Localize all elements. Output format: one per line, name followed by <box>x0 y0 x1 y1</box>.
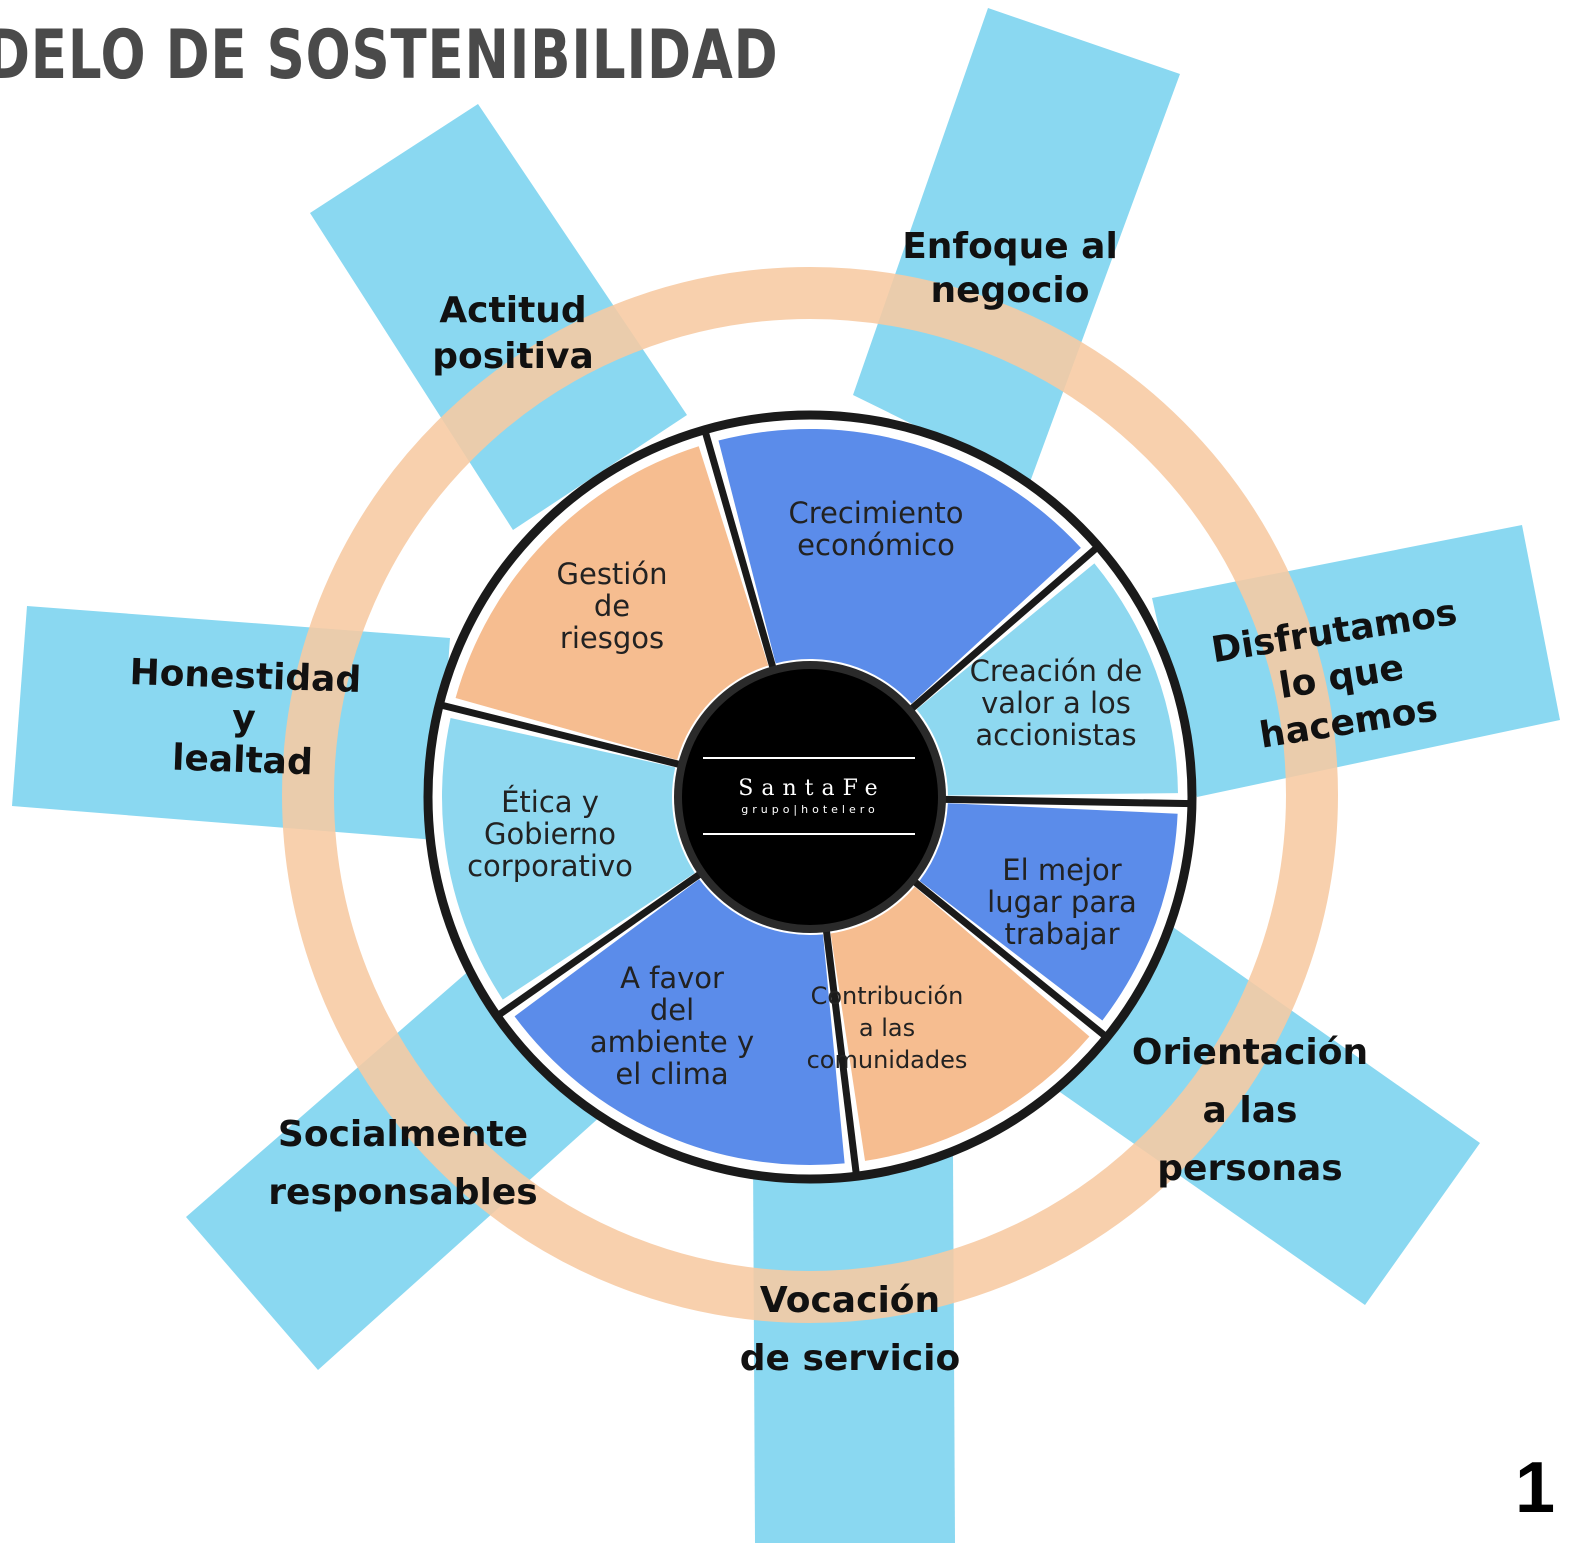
page-number: 1 <box>1514 1448 1555 1528</box>
pillar-divider <box>438 701 681 768</box>
value-label-line: personas <box>1157 1148 1342 1189</box>
pillar-label-line: Creación de <box>970 654 1143 688</box>
pillar-label-line: a las <box>859 1014 915 1042</box>
value-label-line: negocio <box>931 270 1090 311</box>
pillar-label-line: Gestión <box>557 557 668 591</box>
value-band-actitud <box>310 104 687 530</box>
pillar-label-line: Ética y <box>501 785 599 819</box>
logo-subtitle: grupo|hotelero <box>741 803 879 816</box>
pillar-label-line: El mejor <box>1002 853 1121 887</box>
wheel-border <box>423 410 1197 1184</box>
value-label-line: Socialmente <box>278 1114 528 1155</box>
santafe-logo: SantaFe grupo|hotelero <box>674 661 946 933</box>
pillar-divider <box>822 929 861 1177</box>
outer-ring <box>282 267 1338 1323</box>
value-label-line: de servicio <box>740 1338 961 1379</box>
pillar-label-line: del <box>650 993 694 1027</box>
pillar-label-line: económico <box>797 528 955 562</box>
pillar-label-line: de <box>594 589 630 623</box>
value-label-honestidad: Honestidadylealtad <box>126 652 362 785</box>
pillar-label-line: riesgos <box>560 621 664 655</box>
pillar-fill-contribucion <box>830 886 1090 1161</box>
value-label-vocacion: Vocación de servicio <box>740 1280 961 1379</box>
pillar-label-line: comunidades <box>807 1046 968 1074</box>
value-label-line: responsables <box>268 1172 537 1213</box>
pillar-divider <box>908 543 1101 712</box>
pillar-label-contribucion: Contribución a las comunidades <box>807 982 968 1074</box>
pillar-label-line: accionistas <box>975 718 1136 752</box>
value-band-enfoque <box>853 8 1180 482</box>
value-label-line: Actitud <box>439 290 586 331</box>
page-title: DELO DE SOSTENIBILIDAD <box>0 16 779 95</box>
pillar-divider <box>911 878 1110 1041</box>
pillar-label-line: corporativo <box>467 849 633 883</box>
pillar-label-line: ambiente y <box>590 1025 754 1059</box>
pillar-label-line: Contribución <box>811 982 964 1010</box>
value-band-honestidad <box>12 606 450 840</box>
value-label-line: y <box>231 698 256 740</box>
pillar-fill-creacion <box>916 563 1178 796</box>
pillar-fill-crecimiento <box>718 429 1081 704</box>
value-label-line: Orientación <box>1132 1032 1368 1073</box>
value-label-line: Vocación <box>760 1280 940 1321</box>
value-band-orientacion <box>1057 925 1480 1305</box>
value-label-orientacion: Orientación a las personas <box>1132 1032 1368 1189</box>
pillar-label-line: A favor <box>620 961 724 995</box>
pillar-label-line: Gobierno <box>484 817 616 851</box>
pillar-fill-ambiente <box>514 879 845 1165</box>
value-label-line: positiva <box>432 336 594 377</box>
pillar-fill-etica <box>442 717 695 1000</box>
pillar-label-line: lugar para <box>987 885 1137 919</box>
pillar-fill-riesgos <box>455 446 769 760</box>
pillar-divider <box>943 795 1193 808</box>
value-band-vocacion <box>753 1155 955 1543</box>
value-label-line: a las <box>1203 1090 1298 1131</box>
pillar-divider <box>495 870 703 1019</box>
pillar-label-line: valor a los <box>981 686 1131 720</box>
value-label-socialmente: Socialmente responsables <box>268 1114 537 1213</box>
logo-name: SantaFe <box>738 776 885 801</box>
value-band-socialmente <box>186 968 602 1370</box>
pillar-divider <box>701 428 777 670</box>
pillar-label-line: el clima <box>615 1057 728 1091</box>
value-label-line: lealtad <box>171 738 313 784</box>
value-label-line: Honestidad <box>129 652 362 701</box>
pillar-fill-mejor-lugar <box>919 803 1178 1021</box>
value-label-line: Enfoque al <box>902 226 1118 267</box>
value-label-actitud: Actitud positiva <box>432 290 594 377</box>
value-bands <box>12 8 1560 1543</box>
pillar-label-line: Crecimiento <box>788 496 963 530</box>
logo-circle <box>682 669 938 925</box>
pillar-label-line: trabajar <box>1005 917 1120 951</box>
